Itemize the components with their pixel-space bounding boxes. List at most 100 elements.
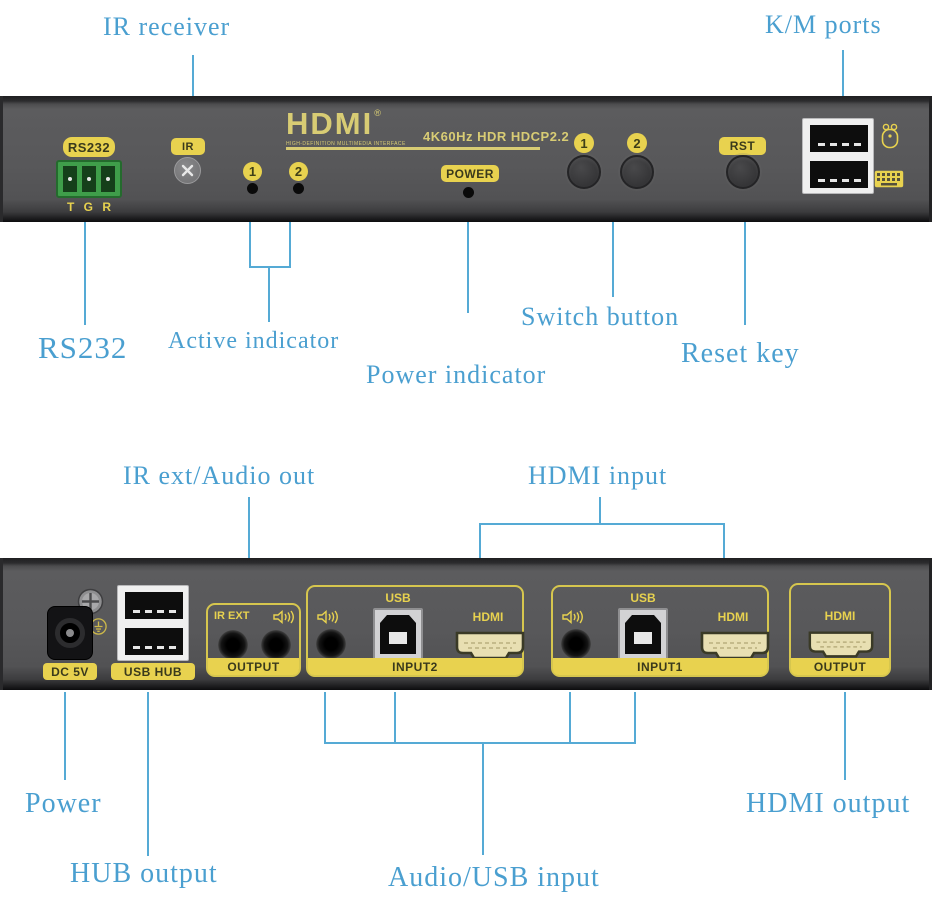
- callout-power: Power: [25, 788, 102, 819]
- indicator-1-badge: 1: [243, 162, 262, 181]
- callout-bracket-ausb-bar: [324, 742, 636, 744]
- callout-line-reset-key: [744, 222, 746, 325]
- rs232-label: RS232: [63, 137, 115, 157]
- switch-button-2[interactable]: [620, 155, 654, 189]
- input1-hdmi-label: HDMI: [717, 610, 749, 624]
- callout-bracket-active-bar: [249, 266, 291, 268]
- callout-line-ir-receiver: [192, 55, 194, 96]
- output-jack-group: IR EXT OUTPUT: [206, 603, 301, 677]
- callout-bracket-ausb-4: [634, 692, 636, 744]
- input2-usb-label: USB: [385, 591, 411, 605]
- input1-hdmi-port[interactable]: [699, 630, 771, 661]
- hdmi-tagline: HIGH-DEFINITION MULTIMEDIA INTERFACE: [286, 141, 406, 147]
- button-1-badge: 1: [574, 133, 594, 153]
- input2-hdmi-port[interactable]: [454, 630, 526, 661]
- output-group-label: OUTPUT: [208, 658, 299, 675]
- dc-jack-pin: [66, 629, 74, 637]
- ir-ext-label: IR EXT: [214, 610, 250, 622]
- callout-switch-button: Switch button: [521, 302, 680, 331]
- input2-audio-jack[interactable]: [316, 629, 346, 659]
- speaker-icon: [562, 609, 583, 625]
- callout-bracket-ausb-1: [324, 692, 326, 744]
- callout-line-ir-ext: [248, 497, 250, 558]
- km-usb-port-top[interactable]: [810, 125, 868, 152]
- callout-hdmi-input: HDMI input: [528, 461, 668, 490]
- callout-line-km-ports: [842, 50, 844, 96]
- hdmi-logo-underline: [286, 147, 540, 150]
- callout-line-rs232: [84, 222, 86, 325]
- terminal-slot: [101, 166, 115, 192]
- callout-line-power-indicator: [467, 222, 469, 313]
- rst-label: RST: [719, 137, 766, 155]
- callout-bracket-active-right: [289, 222, 291, 268]
- indicator-2-led: [293, 183, 304, 194]
- callout-bracket-hdmi-input-right: [723, 523, 725, 558]
- usb-hub-port-top[interactable]: [125, 592, 183, 619]
- callout-reset-key: Reset key: [681, 338, 800, 369]
- mouse-icon: [881, 123, 899, 149]
- rear-panel: DC 5V USB HUB IR EXT OUTPUT USB: [0, 558, 932, 690]
- callout-line-hdmi-output: [844, 692, 846, 780]
- callout-ir-ext-audio-out: IR ext/Audio out: [123, 461, 316, 490]
- callout-ir-receiver: IR receiver: [103, 12, 231, 41]
- hdmi-registered-mark: ®: [374, 108, 381, 118]
- ir-ext-jack[interactable]: [218, 630, 248, 660]
- audio-out-jack[interactable]: [261, 630, 291, 660]
- callout-rs232: RS232: [38, 330, 128, 365]
- callout-stem-active: [268, 266, 270, 322]
- callout-stem-hdmi-input: [599, 497, 601, 525]
- dc-power-jack[interactable]: [47, 606, 93, 660]
- callout-line-power: [64, 692, 66, 780]
- input2-hdmi-label: HDMI: [472, 610, 504, 624]
- terminal-screw-dot: [106, 177, 110, 181]
- callout-power-indicator: Power indicator: [366, 360, 547, 389]
- input2-usb-b-port[interactable]: [373, 608, 423, 661]
- callout-hdmi-output: HDMI output: [746, 788, 911, 819]
- keyboard-icon: [874, 170, 904, 188]
- hdmi-output-group-label: OUTPUT: [791, 658, 889, 675]
- terminal-slot: [63, 166, 77, 192]
- speaker-icon: [273, 609, 294, 625]
- km-usb-port-bottom[interactable]: [810, 161, 868, 188]
- km-usb-ports[interactable]: [802, 118, 874, 194]
- callout-stem-ausb: [482, 742, 484, 855]
- switch-button-1[interactable]: [567, 155, 601, 189]
- hdmi-output-group: HDMI OUTPUT: [789, 583, 891, 677]
- callout-km-ports: K/M ports: [765, 10, 882, 39]
- hdmi-specs-text: 4K60Hz HDR HDCP2.2: [423, 129, 570, 144]
- input1-usb-label: USB: [630, 591, 656, 605]
- callout-bracket-ausb-3: [569, 692, 571, 744]
- terminal-pins-label: T G R: [67, 200, 111, 214]
- power-led: [463, 187, 474, 198]
- terminal-screw-dot: [87, 177, 91, 181]
- indicator-2-badge: 2: [289, 162, 308, 181]
- callout-bracket-ausb-2: [394, 692, 396, 744]
- reset-button[interactable]: [726, 155, 760, 189]
- callout-bracket-hdmi-input-left: [479, 523, 481, 558]
- rs232-terminal-block: [56, 160, 122, 198]
- ir-cross-icon: [181, 164, 194, 177]
- callout-bracket-hdmi-input-bar: [479, 523, 725, 525]
- usb-hub-ports[interactable]: [117, 585, 189, 661]
- indicator-1-led: [247, 183, 258, 194]
- output-hdmi-label: HDMI: [824, 609, 856, 623]
- button-2-badge: 2: [627, 133, 647, 153]
- usb-hub-port-bottom[interactable]: [125, 628, 183, 655]
- input2-group-label: INPUT2: [308, 658, 522, 675]
- speaker-icon: [317, 609, 338, 625]
- usb-hub-label: USB HUB: [111, 663, 195, 680]
- callout-hub-output: HUB output: [70, 858, 218, 889]
- callout-line-hub-output: [147, 692, 149, 856]
- input1-audio-jack[interactable]: [561, 629, 591, 659]
- dc-jack-barrel: [55, 618, 85, 648]
- ir-receiver-window: [174, 157, 201, 184]
- dc-5v-label: DC 5V: [43, 663, 97, 680]
- ir-label: IR: [171, 138, 205, 155]
- callout-audio-usb-input: Audio/USB input: [388, 862, 600, 893]
- output-hdmi-port[interactable]: [807, 629, 875, 660]
- hdmi-logo: HDMI ® HIGH-DEFINITION MULTIMEDIA INTERF…: [286, 108, 406, 147]
- input1-usb-b-port[interactable]: [618, 608, 668, 661]
- callout-bracket-active-left: [249, 222, 251, 268]
- input1-group: USB HDMI INPUT1: [551, 585, 771, 677]
